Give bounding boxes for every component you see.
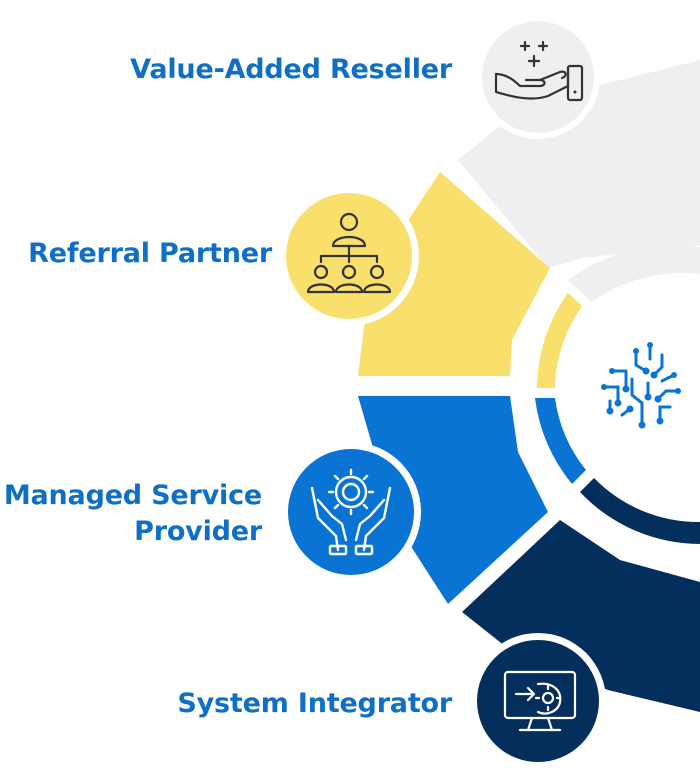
- referral-partner-label: Referral Partner: [28, 238, 272, 269]
- hands-gear-icon: [310, 468, 392, 556]
- circuit-brain-icon: [601, 342, 681, 429]
- system-integrator-label: System Integrator: [177, 688, 452, 719]
- monitor-gear-icon: [503, 670, 577, 732]
- value-added-reseller-badge: [476, 15, 600, 139]
- hand-sparkle-icon: [494, 40, 584, 102]
- inner-arc-gray: [568, 245, 700, 302]
- inner-arc-yellow: [537, 293, 582, 388]
- managed-service-provider-label-line2: Provider: [134, 516, 262, 547]
- value-added-reseller-label: Value-Added Reseller: [130, 54, 452, 85]
- segment-referral-partner: [358, 172, 550, 376]
- managed-service-provider-label: Managed Service Provider: [4, 478, 262, 550]
- segment-system-integrator: [462, 520, 700, 712]
- inner-arc-navy: [580, 478, 700, 544]
- org-chart-people-icon: [306, 212, 392, 294]
- referral-partner-badge: [279, 186, 419, 326]
- system-integrator-badge: [470, 633, 606, 769]
- inner-arc-blue: [535, 398, 586, 484]
- managed-service-provider-label-line1: Managed Service: [3, 480, 262, 511]
- managed-service-provider-badge: [281, 442, 421, 582]
- segment-managed-service-provider: [358, 396, 548, 604]
